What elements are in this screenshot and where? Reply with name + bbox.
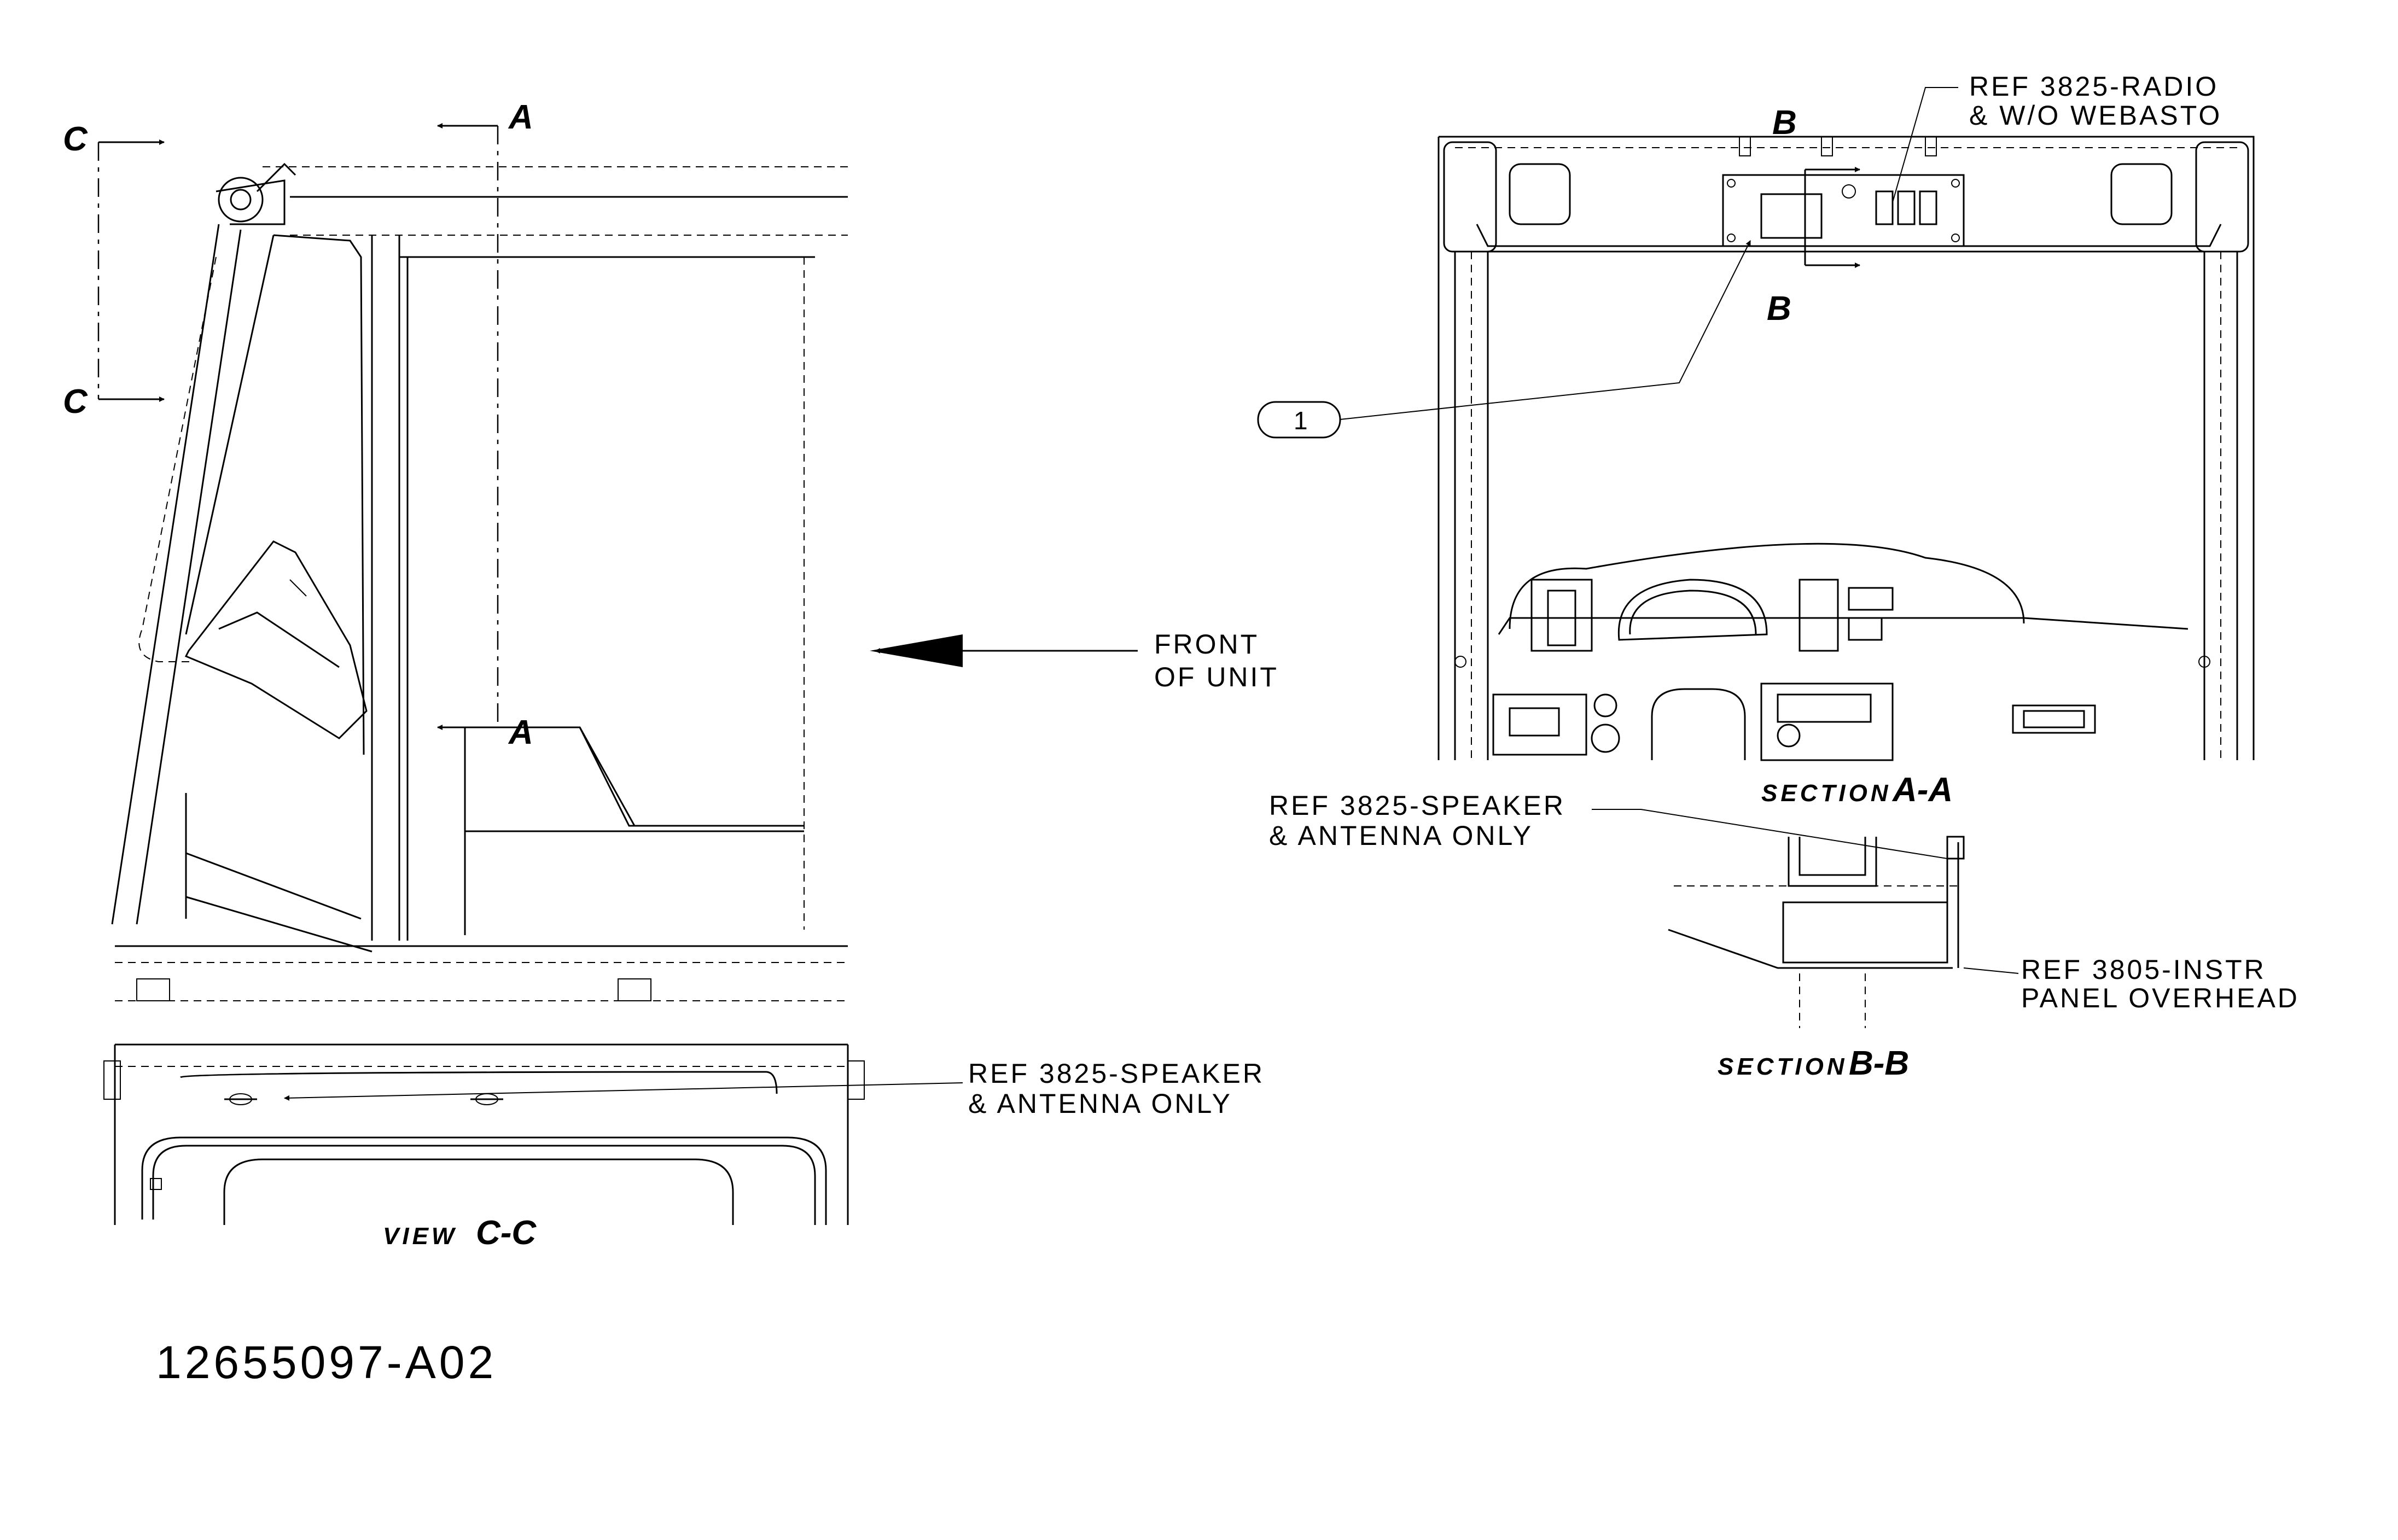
- section-marker-b-bottom: B: [1767, 290, 1791, 328]
- drawing-number: 12655097-A02: [156, 1337, 497, 1388]
- section-marker-b-top: B: [1772, 104, 1797, 142]
- section-a-a: B B REF 3825-RADIO & W/O WEBASTO 1 SECTI…: [1257, 71, 2255, 809]
- section-b-b: REF 3825-SPEAKER & ANTENNA ONLY REF 3805…: [1269, 790, 2300, 1082]
- section-bb-word: SECTION: [1718, 1053, 1848, 1080]
- instr-ref-line2: PANEL OVERHEAD: [2021, 983, 2300, 1013]
- speaker-ref-left-line2: & ANTENNA ONLY: [968, 1088, 1232, 1119]
- radio-ref-line1: REF 3825-RADIO: [1969, 71, 2219, 102]
- section-marker-a-top: A: [508, 98, 533, 136]
- section-bb-letters: B-B: [1849, 1045, 1909, 1082]
- front-of-unit-line1: FRONT: [1154, 629, 1259, 660]
- view-cc-word: VIEW: [383, 1223, 457, 1250]
- section-marker-c-bottom: C: [63, 383, 88, 421]
- radio-ref-line2: & W/O WEBASTO: [1969, 100, 2222, 131]
- section-aa-word: SECTION: [1761, 780, 1891, 807]
- view-cc-letters: C-C: [476, 1214, 537, 1252]
- instr-ref-line1: REF 3805-INSTR: [2021, 954, 2266, 985]
- section-marker-c-top: C: [63, 120, 88, 158]
- speaker-ref-right-line2: & ANTENNA ONLY: [1269, 820, 1533, 851]
- side-view: A A C C FRONT OF UNIT: [63, 98, 1279, 1001]
- section-aa-letters: A-A: [1891, 771, 1953, 809]
- speaker-ref-left-line1: REF 3825-SPEAKER: [968, 1058, 1265, 1089]
- item-bubble: 1: [1294, 406, 1308, 435]
- section-marker-a-bottom: A: [508, 714, 533, 751]
- front-of-unit-line2: OF UNIT: [1154, 662, 1279, 692]
- speaker-ref-right-line1: REF 3825-SPEAKER: [1269, 790, 1565, 821]
- view-c-c: REF 3825-SPEAKER & ANTENNA ONLY VIEW C-C: [103, 1043, 1265, 1252]
